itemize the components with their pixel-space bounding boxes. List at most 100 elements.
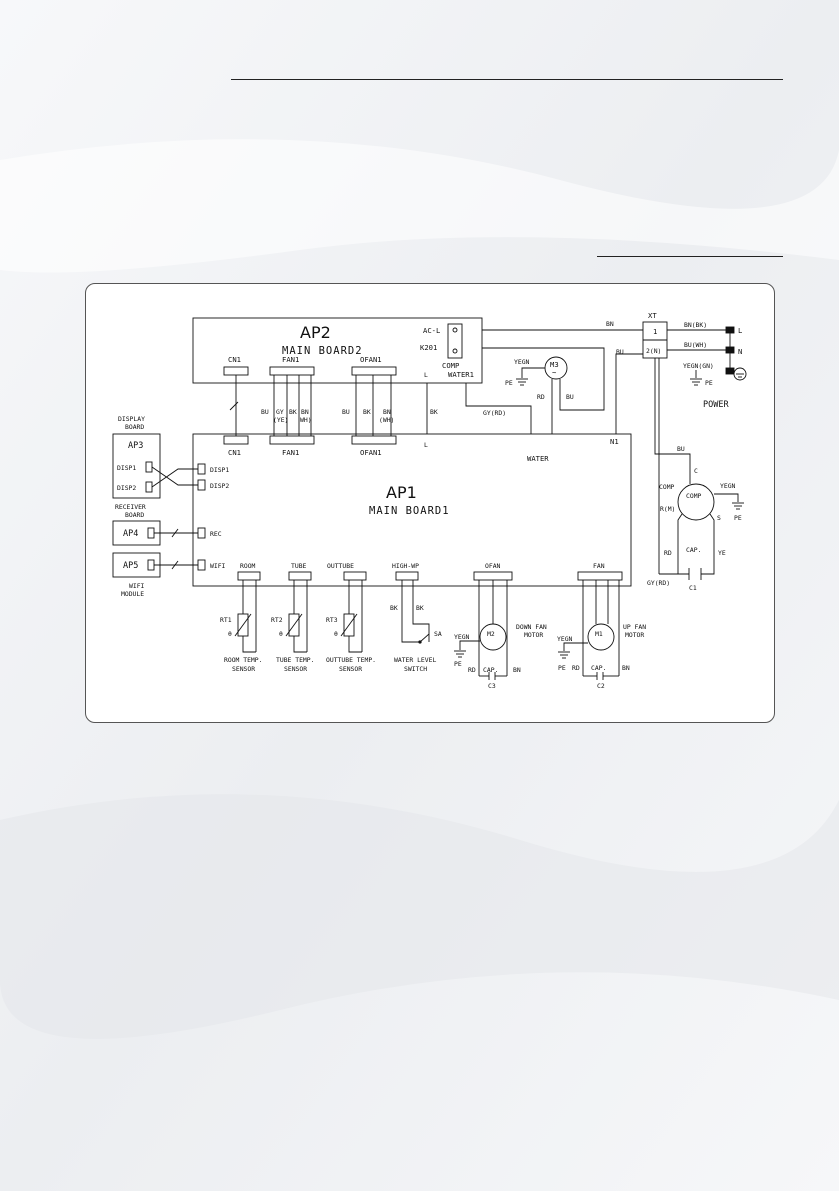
ap4-caption-1: RECEIVER — [115, 503, 146, 511]
compressor-wire-rd: RD — [664, 549, 672, 557]
compressor-cap-id: C1 — [689, 584, 697, 592]
m2-caption-1: DOWN FAN — [516, 623, 547, 631]
compressor-terminal-s: S — [717, 514, 721, 522]
xt-label: XT — [648, 311, 657, 320]
rt1-label: RT1 — [220, 616, 232, 624]
m2-caption-2: MOTOR — [524, 631, 543, 639]
m3-yegn: YEGN — [514, 358, 530, 366]
wl-sensor-l1: WATER LEVEL — [394, 656, 436, 664]
ap2-relay-block — [447, 323, 463, 359]
compressor-yegn: YEGN — [720, 482, 736, 490]
m3-wire-bu: BU — [566, 393, 574, 401]
ap2-board — [192, 317, 483, 384]
fan1-wire-gy: GY — [276, 408, 284, 416]
ap5-title: AP5 — [123, 561, 138, 571]
header-rule-section — [597, 256, 783, 257]
ap5-caption-1: WIFI — [129, 582, 145, 590]
header-rule-top — [231, 79, 783, 80]
ap1-fan1-connector: FAN1 — [269, 435, 315, 457]
ap4-receiver-board: AP4 — [112, 520, 161, 546]
wl-sensor-l2: SWITCH — [404, 665, 427, 673]
rt3-thermistor: RT3 θ — [326, 613, 358, 638]
m2-pe: PE — [454, 660, 462, 668]
m1-caption-2: MOTOR — [625, 631, 644, 639]
m3-label: M3 — [550, 360, 559, 369]
fan-label: FAN — [593, 562, 605, 570]
fan1-wire-bu: BU — [261, 408, 269, 416]
ap2-subtitle: MAIN BOARD2 — [282, 345, 363, 357]
outtube-sensor-l2: SENSOR — [339, 665, 362, 673]
ofan-label: OFAN — [485, 562, 501, 570]
power-l: L — [738, 326, 742, 335]
m1-wire-bn: BN — [622, 664, 630, 672]
ap5-wifi-module: AP5 — [112, 552, 161, 578]
l-wire-label-bottom: L — [424, 441, 428, 449]
ap2-label-k201: K201 — [420, 343, 437, 352]
wiring-diagram: AP2 MAIN BOARD2 AC-L K201 COMP WATER1 CN… — [85, 283, 775, 723]
ap1-board — [192, 433, 632, 587]
ap2-cn1-label: CN1 — [228, 355, 241, 364]
wl-wire-bk2: BK — [416, 604, 424, 612]
ap5-caption-2: MODULE — [121, 590, 144, 598]
ap1-fan1-label: FAN1 — [282, 448, 299, 457]
m3-pe: PE — [505, 379, 513, 387]
room-sensor-l2: SENSOR — [232, 665, 255, 673]
tube-label: TUBE — [291, 562, 307, 570]
rt3-label: RT3 — [326, 616, 338, 624]
ap2-ofan1-connector: OFAN1 — [351, 355, 397, 376]
fan1-wire-bn: BN — [301, 408, 309, 416]
xt-terminal-block: XT 1 2(N) — [642, 311, 668, 359]
comp-wire-bu: BU — [677, 445, 685, 453]
m2-wire-bn: BN — [513, 666, 521, 674]
m1-wire-rd: RD — [572, 664, 580, 672]
l-wire-label-bk: BK — [430, 408, 438, 416]
ap1-cn1-connector: CN1 — [223, 435, 249, 457]
ofan1-wire-wh: (WH) — [379, 416, 394, 424]
ap4-caption-2: BOARD — [125, 511, 144, 519]
m2-cap-id: C3 — [488, 682, 496, 690]
highwp-label: HIGH-WP — [392, 562, 419, 570]
m1-cap: CAP. — [591, 664, 606, 672]
sa-label: SA — [434, 630, 442, 638]
outtube-connector: OUTTUBE — [327, 562, 367, 581]
xt-terminal-2: 2(N) — [646, 347, 661, 355]
m1-caption-1: UP FAN — [623, 623, 646, 631]
fan-connector: FAN — [577, 562, 623, 581]
ap3-port-disp2: DISP2 — [117, 484, 136, 492]
m3-pump-motor: M3 ~ — [544, 356, 568, 380]
ap3-display-board: AP3 DISP1 DISP2 — [112, 433, 161, 499]
ap1-wifi-label: WIFI — [210, 562, 226, 570]
water-wire-gyrd: GY(RD) — [483, 409, 506, 417]
power-wire-bnbk: BN(BK) — [684, 321, 707, 329]
ap1-disp2-label: DISP2 — [210, 482, 229, 490]
fan1-wire-bk: BK — [289, 408, 297, 416]
ap4-title: AP4 — [123, 529, 138, 539]
power-yegngn: YEGN(GN) — [683, 362, 714, 370]
rt3-theta: θ — [334, 630, 338, 638]
fan1-wire-ye: (YE) — [273, 416, 288, 424]
rt1-thermistor: RT1 θ — [220, 613, 252, 638]
m1-label: M1 — [595, 630, 603, 638]
m3-wire-rd: RD — [537, 393, 545, 401]
ap2-fan1-connector: FAN1 — [269, 355, 315, 376]
sa-water-level-switch: SA — [418, 630, 442, 644]
highwp-connector: HIGH-WP — [392, 562, 419, 581]
ofan-connector: OFAN — [473, 562, 513, 581]
outtube-sensor-l1: OUTTUBE TEMP. — [326, 656, 376, 664]
compressor-pe: PE — [734, 514, 742, 522]
compressor-wire-ye: YE — [718, 549, 726, 557]
ap1-disp1-label: DISP1 — [210, 466, 229, 474]
compressor-cap: CAP. — [686, 546, 701, 554]
ap3-title: AP3 — [128, 441, 143, 451]
compressor: COMP — [677, 483, 715, 521]
ap1-cn1-label: CN1 — [228, 448, 241, 457]
power-wire-buwh: BU(WH) — [684, 341, 707, 349]
compressor-label: COMP — [659, 483, 675, 491]
ap2-ofan1-label: OFAN1 — [360, 355, 382, 364]
ap3-caption-1: DISPLAY — [118, 415, 145, 423]
rt2-label: RT2 — [271, 616, 283, 624]
compressor-wire-gyrd: GY(RD) — [647, 579, 670, 587]
m2-yegn: YEGN — [454, 633, 470, 641]
m1-cap-id: C2 — [597, 682, 605, 690]
m2-label: M2 — [487, 630, 495, 638]
